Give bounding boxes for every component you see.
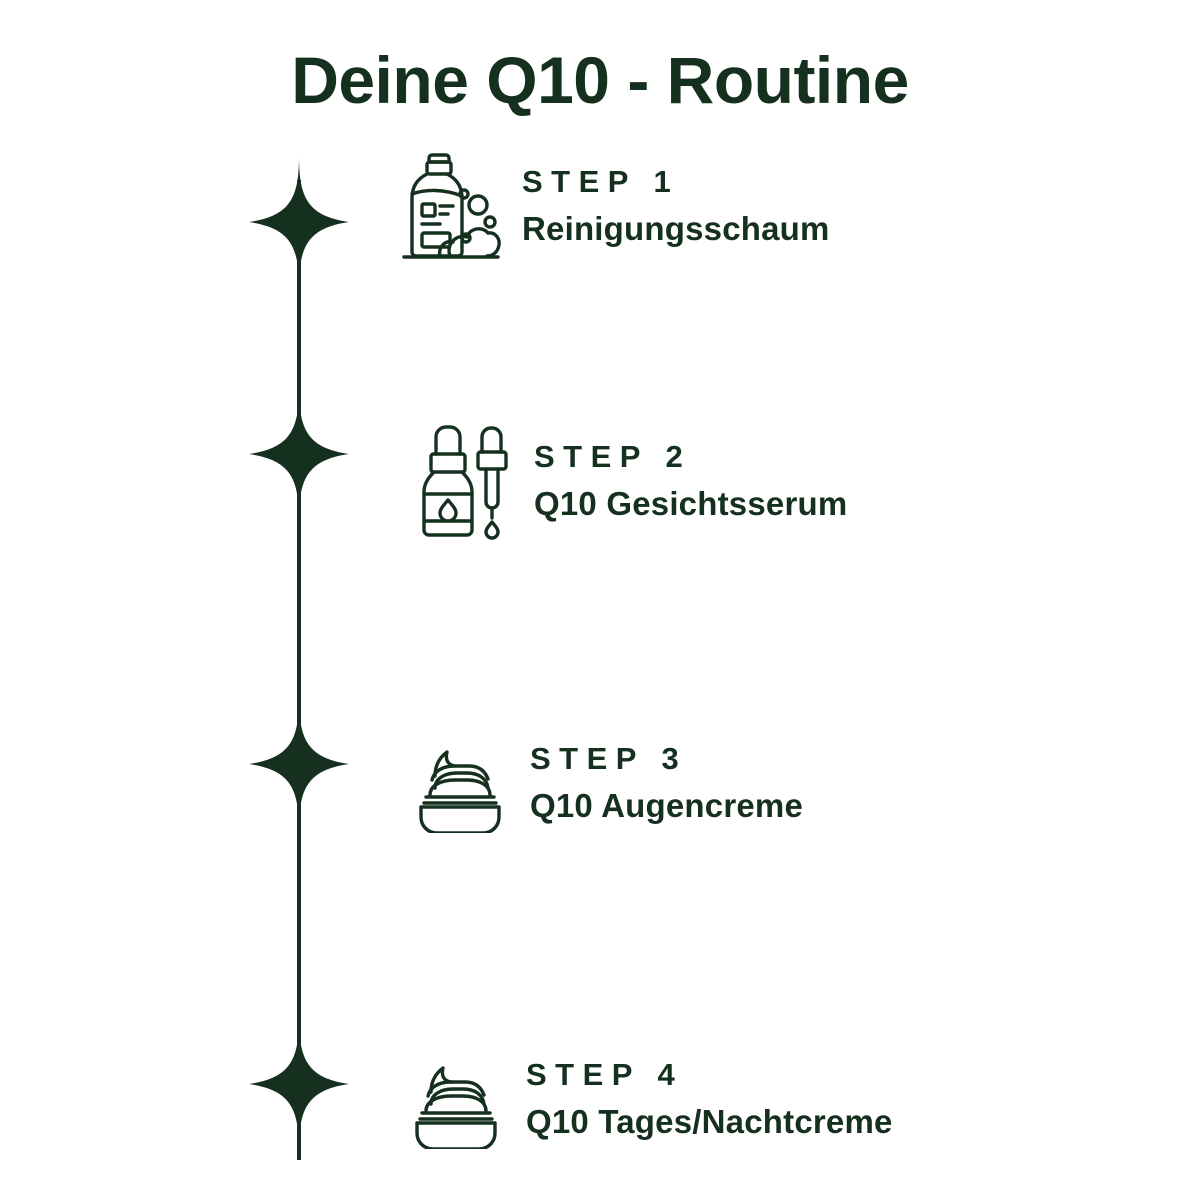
- cream-jar-icon: [408, 727, 512, 839]
- step-kicker: STEP 2: [534, 439, 692, 474]
- timeline-sparkle-2: [249, 388, 349, 520]
- routine-step-2: STEP 2 Q10 Gesichtsserum: [412, 425, 847, 540]
- step-kicker: STEP 3: [530, 741, 688, 776]
- routine-step-2-text: STEP 2 Q10 Gesichtsserum: [534, 438, 847, 524]
- timeline-sparkle-1: [249, 156, 349, 288]
- routine-step-1-text: STEP 1 Reinigungsschaum: [522, 163, 830, 249]
- serum-dropper-bottle-icon: [412, 425, 516, 540]
- step-label: Q10 Augencreme: [530, 786, 804, 824]
- cleanser-bottle-foam-icon: [400, 150, 504, 262]
- routine-step-4-text: STEP 4 Q10 Tages/Nachtcreme: [526, 1056, 893, 1142]
- routine-timeline: [246, 140, 356, 1170]
- step-kicker: STEP 1: [522, 164, 680, 199]
- timeline-sparkle-4: [249, 1018, 349, 1150]
- step-kicker: STEP 4: [526, 1057, 684, 1092]
- page-title: Deine Q10 - Routine: [291, 43, 909, 117]
- routine-step-4: STEP 4 Q10 Tages/Nachtcreme: [404, 1043, 893, 1155]
- routine-step-3-text: STEP 3 Q10 Augencreme: [530, 740, 803, 826]
- step-label: Q10 Gesichtsserum: [534, 484, 848, 522]
- timeline-sparkle-3: [249, 698, 349, 830]
- cream-jar-icon: [404, 1043, 508, 1155]
- routine-step-list: STEP 1 Reinigungsschaum: [400, 0, 1200, 1200]
- step-label: Reinigungsschaum: [522, 209, 830, 247]
- step-label: Q10 Tages/Nachtcreme: [526, 1102, 893, 1140]
- routine-step-3: STEP 3 Q10 Augencreme: [408, 727, 803, 839]
- timeline-rail: [297, 180, 301, 1160]
- routine-step-1: STEP 1 Reinigungsschaum: [400, 150, 830, 262]
